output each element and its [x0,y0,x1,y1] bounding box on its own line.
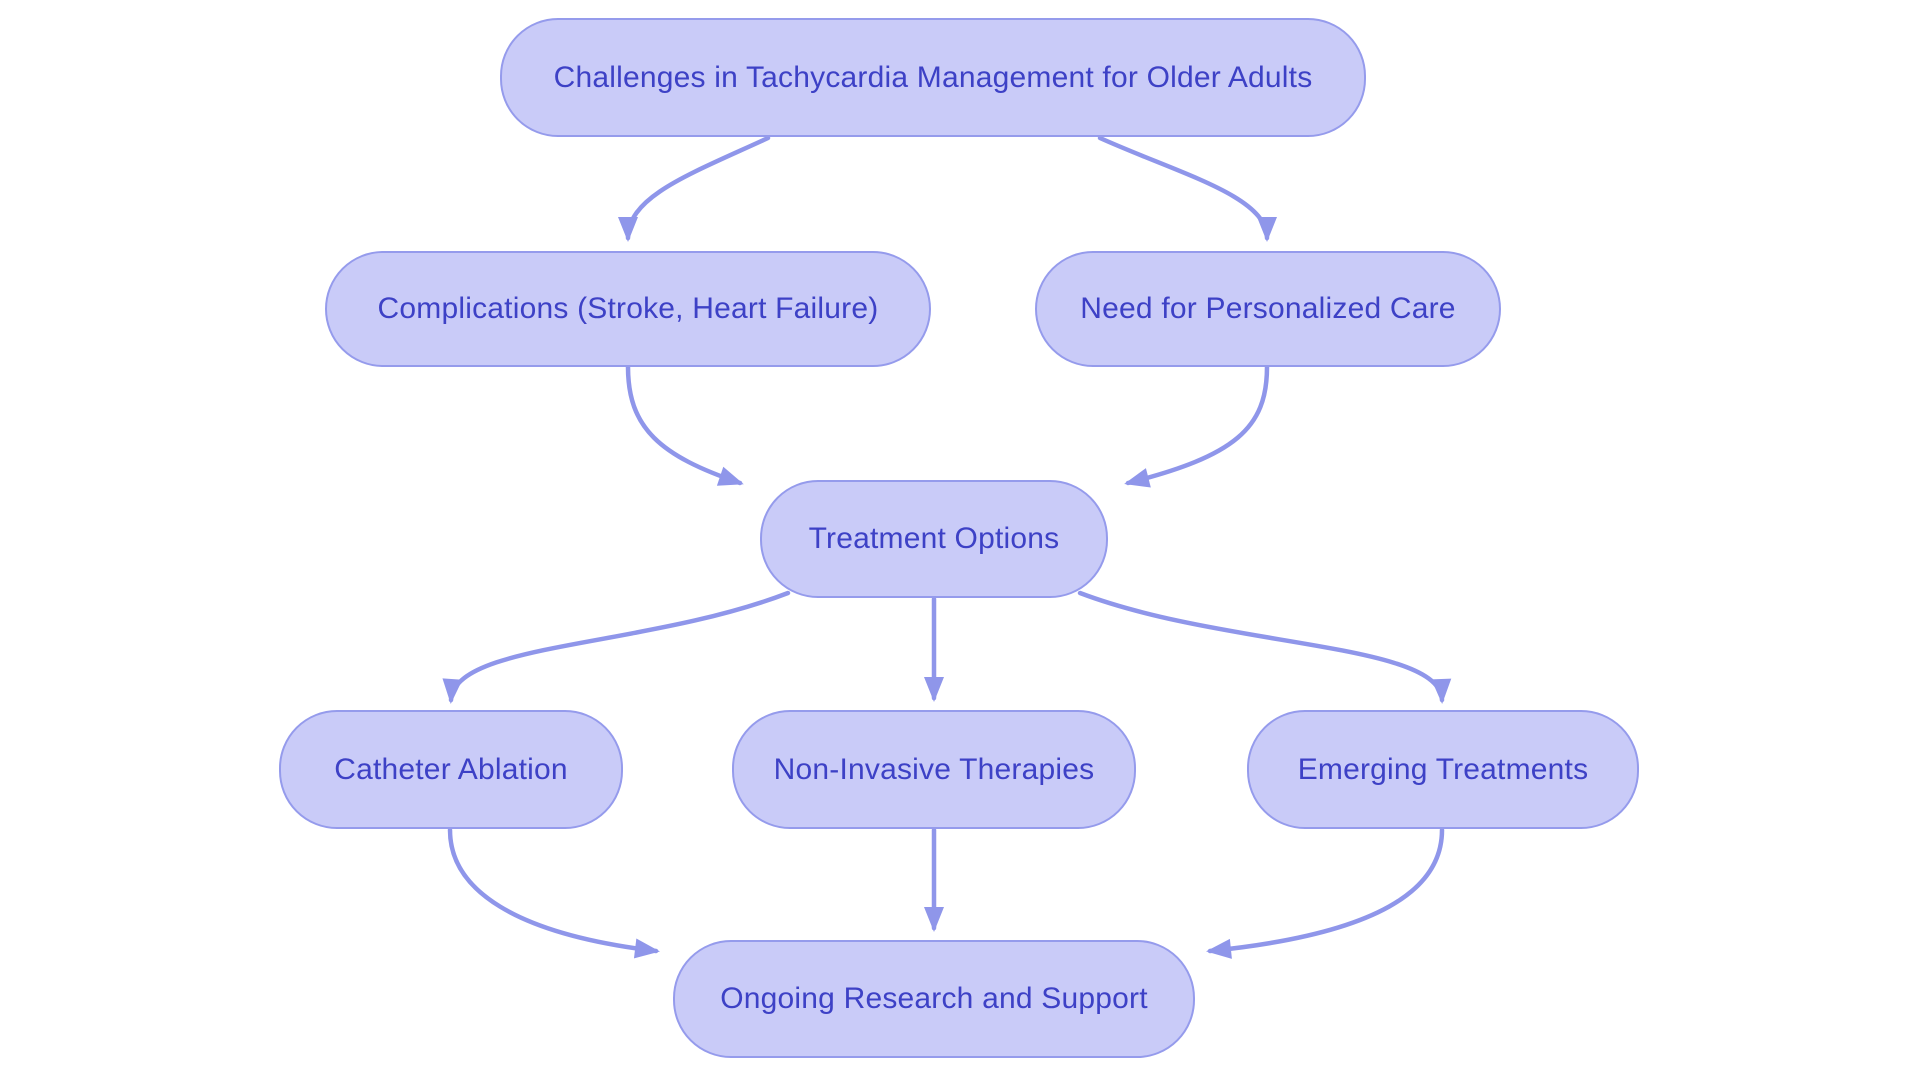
edge-challenges-complications [618,135,771,242]
node-label: Non-Invasive Therapies [773,752,1095,786]
node-label: Need for Personalized Care [1080,292,1456,325]
node-personalized-care: Need for Personalized Care [1035,251,1501,367]
node-emerging: Emerging Treatments [1247,710,1639,829]
edge-catheter-ablation-ongoing [447,827,660,959]
node-non-invasive: Non-Invasive Therapies [732,710,1136,829]
edge-personalized-care-treatment-options [1124,364,1270,488]
edge-emerging-ongoing [1206,827,1445,959]
edge-challenges-personalized-care [1097,135,1277,242]
edge-complications-treatment-options [625,364,744,486]
node-complications: Complications (Stroke, Heart Failure) [325,251,931,367]
node-treatment-options: Treatment Options [760,480,1108,598]
node-label: Ongoing Research and Support [720,982,1148,1015]
node-label: Complications (Stroke, Heart Failure) [377,292,879,325]
node-challenges: Challenges in Tachycardia Management for… [500,18,1366,137]
node-label: Treatment Options [808,522,1060,555]
node-label: Emerging Treatments [1297,752,1589,786]
node-ongoing: Ongoing Research and Support [673,940,1195,1058]
node-label: Challenges in Tachycardia Management for… [553,60,1313,94]
edge-treatment-options-emerging [1077,590,1452,704]
node-label: Catheter Ablation [334,752,568,786]
edge-treatment-options-catheter-ablation [442,590,791,704]
node-catheter-ablation: Catheter Ablation [279,710,623,829]
